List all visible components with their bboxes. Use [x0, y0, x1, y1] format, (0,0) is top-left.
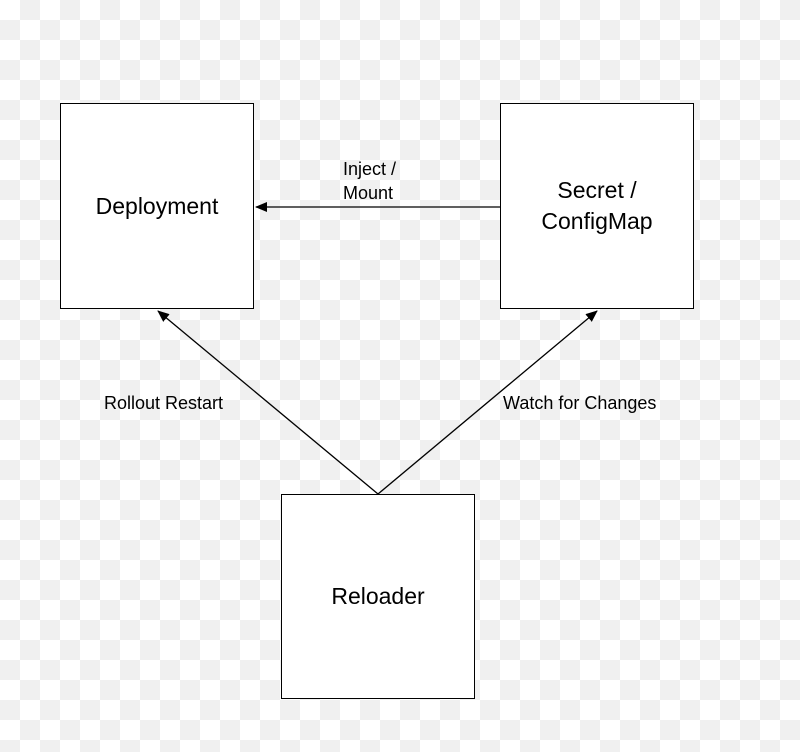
edge-label-rollout-restart: Rollout Restart [104, 393, 224, 413]
node-reloader[interactable]: Reloader [281, 494, 475, 699]
node-deployment[interactable]: Deployment [60, 103, 254, 309]
edge-rollout-restart [157, 310, 379, 495]
node-reloader-label: Reloader [331, 583, 425, 609]
node-secret-configmap[interactable]: Secret / ConfigMap [500, 103, 694, 309]
node-deployment-label: Deployment [95, 192, 219, 219]
edge-label-watch-for-changes: Watch for Changes [503, 393, 657, 413]
edge-watch-for-changes [377, 310, 598, 495]
node-secret-configmap-label: Secret / ConfigMap [541, 177, 653, 234]
edge-label-inject-mount: Inject / Mount [343, 159, 397, 203]
